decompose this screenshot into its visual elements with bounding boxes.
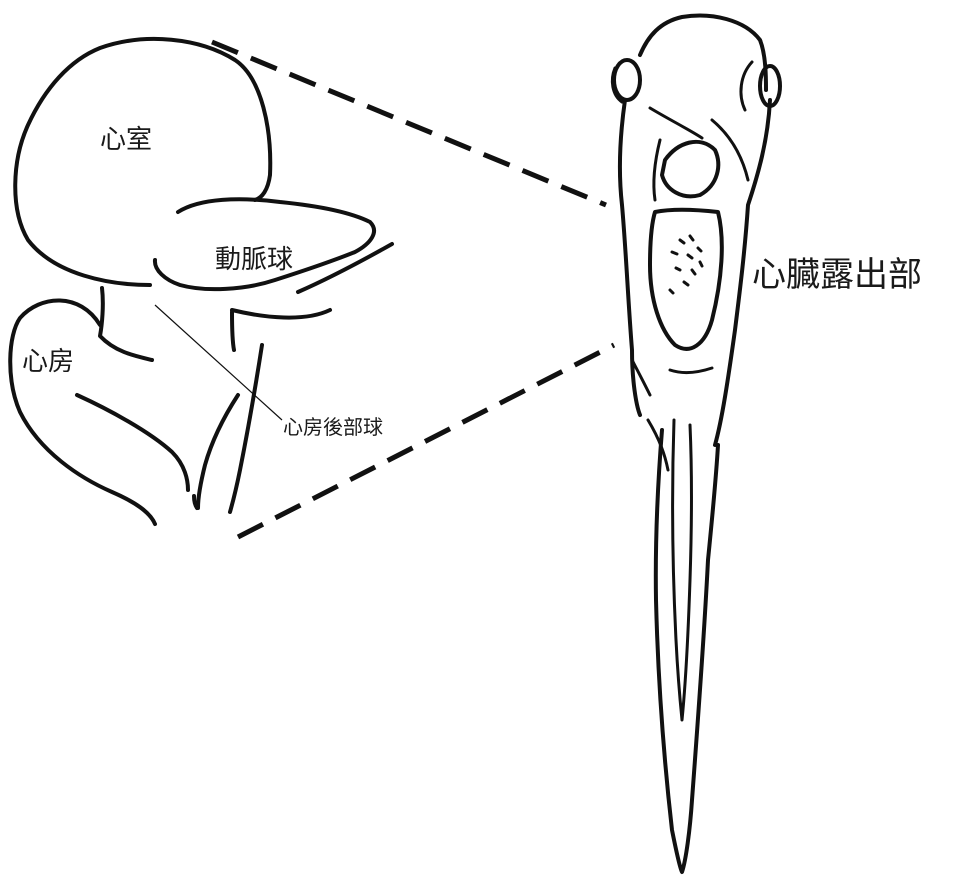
- zoom-connector-lines: [212, 42, 614, 537]
- larva-left-eye: [614, 60, 640, 100]
- larva-right-eye-socket: [741, 62, 752, 110]
- vessel-stub-left: [100, 288, 152, 360]
- sinus-venosus-small-line: [194, 496, 197, 508]
- label-sinus-venosus: 心房後部球: [283, 415, 383, 439]
- label-ventricle: 心室: [100, 125, 152, 155]
- vessel-stub-right: [232, 312, 234, 350]
- larva-drawing: [612, 16, 780, 872]
- larva-tail-inner: [673, 420, 692, 720]
- sinus-venosus-leader-line: [155, 305, 282, 420]
- larva-mouth-region: [662, 142, 718, 196]
- heart-detail-drawing: 心室 動脈球 心房 心房後部球: [10, 39, 392, 524]
- zoom-line-top: [212, 42, 606, 205]
- label-heart-exposure: 心臓露出部: [752, 255, 922, 295]
- sinus-venosus-right-line: [230, 345, 262, 512]
- bulbus-lower-connector: [232, 310, 330, 318]
- label-bulbus-arteriosus: 動脈球: [215, 245, 293, 275]
- sinus-venosus-left-line: [198, 395, 238, 508]
- larva-heart-speckles: [670, 236, 702, 293]
- larva-head-outline: [640, 16, 766, 90]
- larva-torso-stroke-right: [670, 368, 712, 373]
- zoom-line-bottom: [238, 345, 614, 537]
- larva-heart-region: [650, 210, 722, 349]
- label-atrium: 心房: [22, 347, 74, 377]
- larva-head-contour-inner: [654, 140, 660, 200]
- atrium-outline: [10, 300, 155, 524]
- larva-head-contour-left: [650, 108, 702, 138]
- atrium-inner-contour: [77, 395, 188, 490]
